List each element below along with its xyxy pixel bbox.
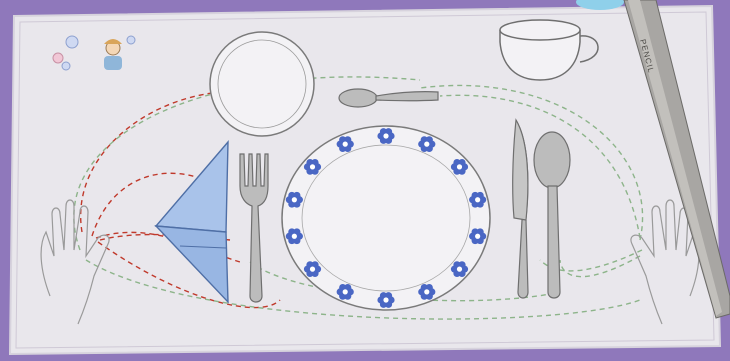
bread-plate [210, 32, 314, 136]
dinner-plate [282, 126, 490, 310]
